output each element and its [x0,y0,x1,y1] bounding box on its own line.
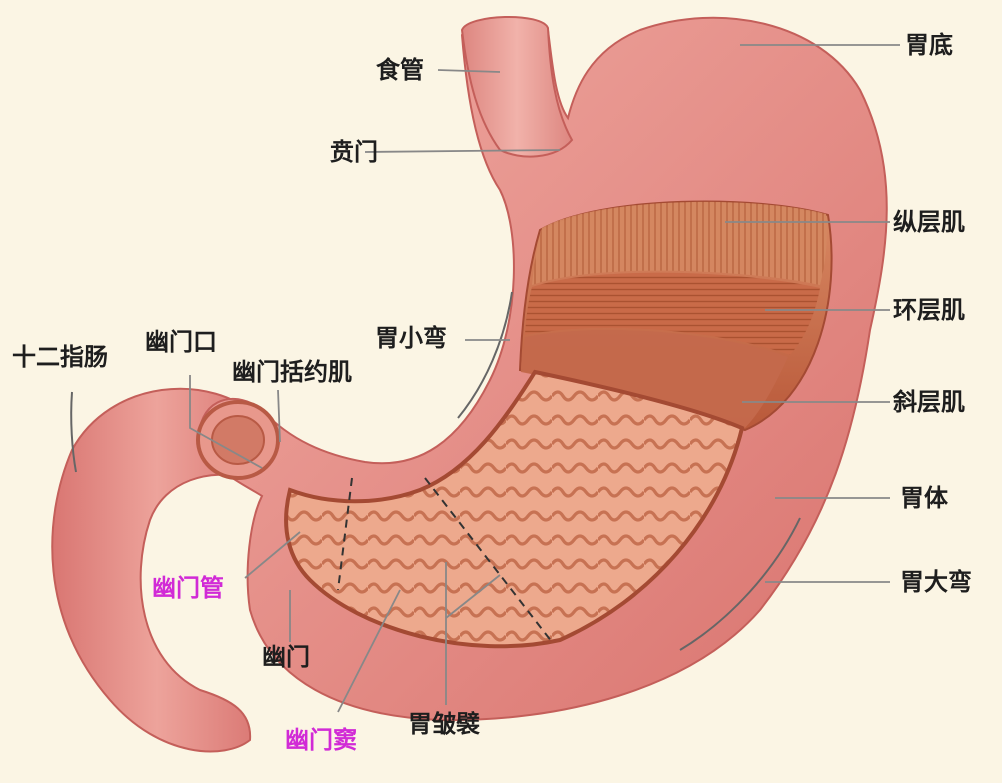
label-lesser-curvature: 胃小弯 [375,326,447,350]
label-longitudinal-muscle: 纵层肌 [893,210,965,234]
label-gastric-folds: 胃皱襞 [408,712,480,736]
label-fundus: 胃底 [905,33,953,57]
label-cardia: 贲门 [330,140,378,164]
label-pyloric-canal: 幽门管 [152,576,224,600]
label-body: 胃体 [900,486,948,510]
label-pyloric-antrum: 幽门窦 [285,728,357,752]
label-pyloric-sphincter: 幽门括约肌 [232,360,352,384]
label-greater-curvature: 胃大弯 [900,570,972,594]
label-duodenum: 十二指肠 [12,345,108,369]
label-pylorus: 幽门 [262,645,310,669]
label-esophagus: 食管 [376,58,424,82]
label-circular-muscle: 环层肌 [893,298,965,322]
label-pyloric-orifice: 幽门口 [145,330,217,354]
label-oblique-muscle: 斜层肌 [893,390,965,414]
